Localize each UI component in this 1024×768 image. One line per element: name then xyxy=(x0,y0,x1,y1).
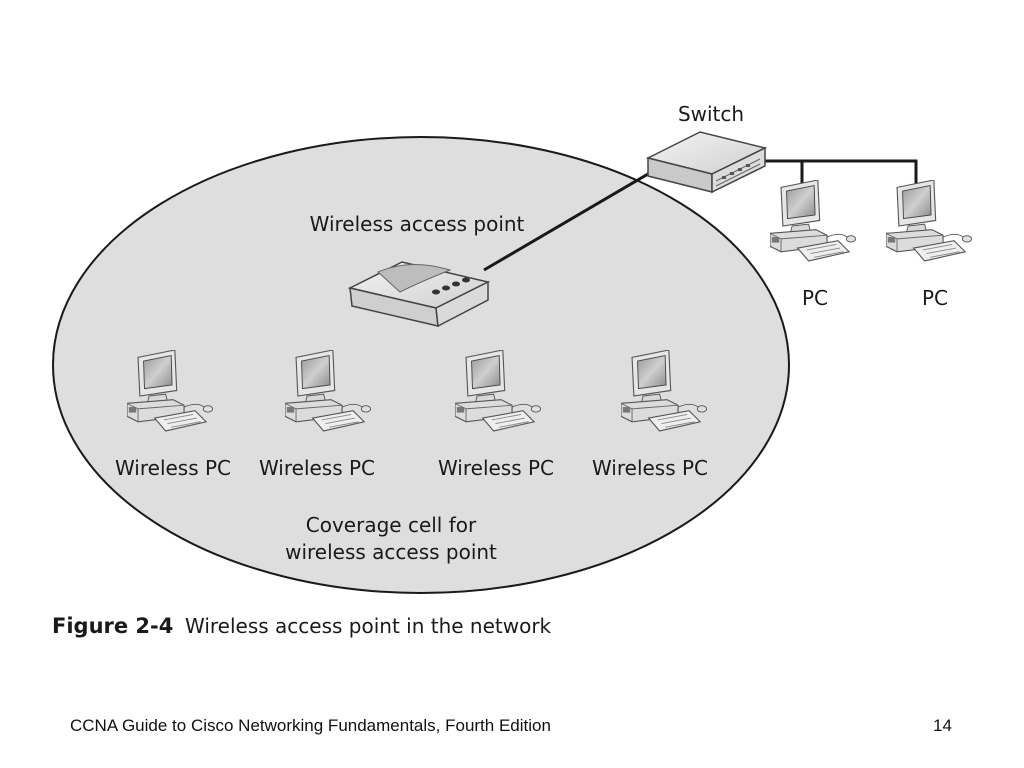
figure-caption: Wireless access point in the network xyxy=(185,614,552,638)
footer-page-number: 14 xyxy=(933,716,952,735)
wired-pc-2-icon xyxy=(886,180,973,262)
switch-cable-pc2 xyxy=(760,159,918,185)
access-point-label: Wireless access point xyxy=(309,212,525,236)
wireless-pc-2-label: Wireless PC xyxy=(258,456,376,480)
figure-number: Figure 2-4 xyxy=(52,614,174,638)
uplink-cable xyxy=(483,165,661,272)
switch-device xyxy=(645,131,768,194)
switch-cable-pc1 xyxy=(760,159,804,185)
switch-label: Switch xyxy=(677,102,745,126)
wired-pc-1-icon xyxy=(770,180,857,262)
access-point-device xyxy=(347,261,491,328)
coverage-label-line2: wireless access point xyxy=(285,540,497,564)
wireless-pc-3-label: Wireless PC xyxy=(437,456,555,480)
wireless-pc-4-label: Wireless PC xyxy=(591,456,709,480)
wired-pc-1-label: PC xyxy=(801,286,829,310)
footer-book-title: CCNA Guide to Cisco Networking Fundament… xyxy=(70,716,551,735)
coverage-label-line1: Coverage cell for xyxy=(305,513,477,537)
wireless-pc-1-label: Wireless PC xyxy=(114,456,232,480)
coverage-cell xyxy=(52,136,790,594)
wired-pc-2-label: PC xyxy=(921,286,949,310)
